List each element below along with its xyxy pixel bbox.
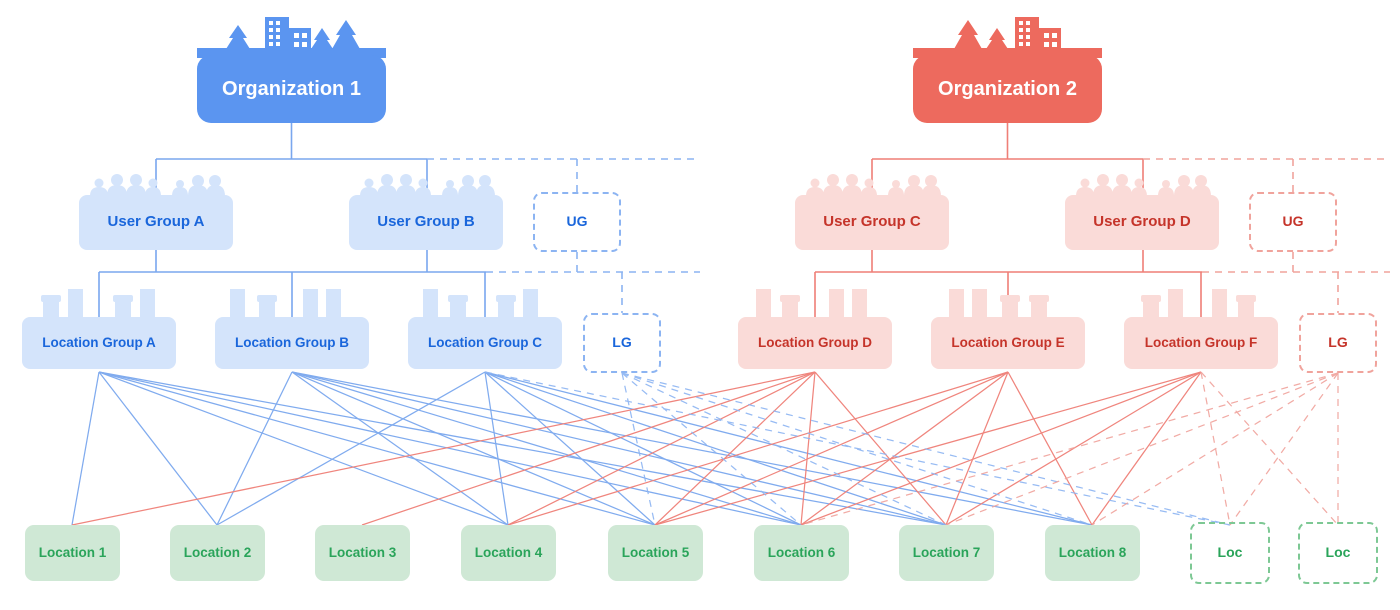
red-ghost-location-links [800,371,1339,526]
location-card-1[interactable]: Location 1 [25,525,120,581]
org-label: Organization 2 [938,78,1077,100]
location-group-label: Location Group A [42,334,156,350]
location-group-card-e[interactable]: Location Group E [931,317,1085,369]
user-group-card-d[interactable]: User Group D [1065,195,1219,250]
location-group-placeholder-blue[interactable]: LG [583,313,661,373]
user-group-card-b[interactable]: User Group B [349,195,503,250]
location-label: Location 4 [474,544,543,560]
ugd-people-crowd-icon [1076,174,1211,196]
org-card-organization-1[interactable]: Organization 1 [197,55,386,123]
ugb-people-crowd-icon [360,174,495,196]
placeholder-label: UG [566,213,588,230]
red-location-links [71,371,1202,526]
location-group-card-a[interactable]: Location Group A [22,317,176,369]
location-label: Location 5 [621,544,690,560]
blue-location-links [71,371,1093,526]
location-label: Location 7 [912,544,981,560]
org2-city-skyline-icon [913,17,1102,58]
user-group-label: User Group A [107,213,205,231]
location-group-placeholder-red[interactable]: LG [1299,313,1377,373]
location-label: Location 3 [328,544,397,560]
uga-people-crowd-icon [90,174,225,196]
org-card-organization-2[interactable]: Organization 2 [913,55,1102,123]
location-label: Location 2 [183,544,252,560]
user-group-label: User Group C [823,213,921,231]
location-card-2[interactable]: Location 2 [170,525,265,581]
location-placeholder-2[interactable]: Loc [1298,522,1378,584]
location-card-7[interactable]: Location 7 [899,525,994,581]
user-group-card-a[interactable]: User Group A [79,195,233,250]
user-group-placeholder-red[interactable]: UG [1249,192,1337,252]
placeholder-label: Loc [1325,544,1351,561]
location-card-4[interactable]: Location 4 [461,525,556,581]
lg-shops-buildings-icons-blue [41,289,538,318]
org1-city-skyline-icon [197,17,386,58]
placeholder-label: UG [1282,213,1304,230]
location-group-label: Location Group E [951,334,1065,350]
placeholder-label: LG [612,334,632,351]
user-group-placeholder-blue[interactable]: UG [533,192,621,252]
location-group-label: Location Group B [235,334,349,350]
location-group-card-f[interactable]: Location Group F [1124,317,1278,369]
ugc-people-crowd-icon [806,174,941,196]
location-label: Location 6 [767,544,836,560]
location-card-3[interactable]: Location 3 [315,525,410,581]
user-group-label: User Group B [377,213,475,231]
user-group-label: User Group D [1093,213,1191,231]
location-group-card-c[interactable]: Location Group C [408,317,562,369]
location-label: Location 1 [38,544,107,560]
location-placeholder-1[interactable]: Loc [1190,522,1270,584]
user-group-card-c[interactable]: User Group C [795,195,949,250]
blue-ghost-location-links [484,371,1231,526]
location-card-6[interactable]: Location 6 [754,525,849,581]
location-group-label: Location Group F [1144,334,1258,350]
lg-shops-buildings-icons-red [756,289,1256,318]
location-card-5[interactable]: Location 5 [608,525,703,581]
location-group-card-d[interactable]: Location Group D [738,317,892,369]
location-group-card-b[interactable]: Location Group B [215,317,369,369]
placeholder-label: Loc [1217,544,1243,561]
location-group-label: Location Group C [428,334,542,350]
org-label: Organization 1 [222,78,361,100]
placeholder-label: LG [1328,334,1348,351]
location-label: Location 8 [1058,544,1127,560]
location-card-8[interactable]: Location 8 [1045,525,1140,581]
location-group-label: Location Group D [758,334,872,350]
